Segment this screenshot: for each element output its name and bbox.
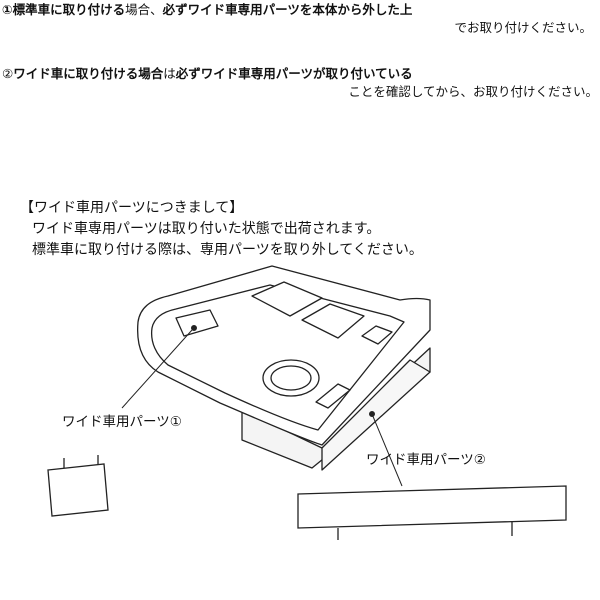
- instruction-1: ①標準車に取り付ける場合、必ずワイド車専用パーツを本体から外した上: [2, 2, 412, 18]
- compartment-left: [251, 281, 323, 317]
- cup-holder-inner: [270, 365, 312, 391]
- callout-line-2: [371, 413, 403, 487]
- instruction-2-continued: ことを確認してから、お取り付けください。: [348, 84, 598, 99]
- small-switch: [361, 325, 393, 345]
- note-line-1: ワイド車専用パーツは取り付いた状態で出荷されます。: [32, 221, 381, 237]
- attached-side-strip: [321, 359, 431, 471]
- instruction-2: ②ワイド車に取り付ける場合は必ずワイド車専用パーツが取り付いている: [2, 66, 413, 82]
- instruction-1-number: ①: [2, 2, 13, 17]
- instruction-2-part1: ワイド車に取り付ける場合: [13, 66, 164, 81]
- callout-wide-part-2: ワイド車用パーツ②: [366, 452, 486, 468]
- tray-slot: [175, 309, 219, 337]
- instruction-2-number: ②: [2, 66, 14, 81]
- instruction-2-part2: は: [163, 66, 176, 81]
- instruction-1-continued: でお取り付けください。: [454, 20, 592, 35]
- tray-slot-right: [315, 383, 351, 409]
- callout-dot-1: [191, 325, 197, 331]
- wide-part-2-strip: [297, 485, 567, 529]
- instruction-1-part1: 標準車に取り付ける: [12, 2, 126, 17]
- note-line-2: 標準車に取り付ける際は、専用パーツを取り外してください。: [32, 242, 423, 258]
- instruction-2-part3: 必ずワイド車専用パーツが取り付いている: [175, 66, 413, 81]
- instruction-1-part2: 場合、: [125, 2, 163, 17]
- callout-line-1: [121, 329, 193, 409]
- instruction-1-part3: 必ずワイド車専用パーツを本体から外した上: [162, 2, 413, 17]
- callout-dot-2: [369, 411, 375, 417]
- compartment-center: [301, 303, 365, 339]
- wide-part-1-block: [47, 463, 109, 517]
- note-title: 【ワイド車用パーツにつきまして】: [20, 200, 244, 216]
- callout-wide-part-1: ワイド車用パーツ①: [62, 414, 182, 430]
